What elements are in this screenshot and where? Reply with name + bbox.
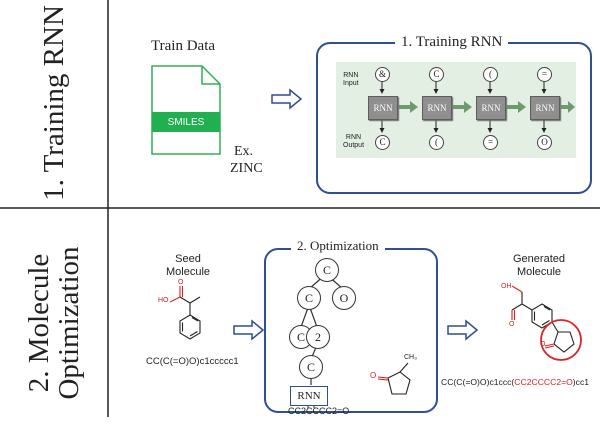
rnn-output-token: = xyxy=(483,135,498,150)
generated-smiles-prefix: CC(C(=O)O)c1ccc( xyxy=(441,377,515,387)
generated-label-line2: Molecule xyxy=(516,266,562,278)
rnn-input-token: = xyxy=(537,67,552,82)
rnn-input-token: ( xyxy=(483,67,498,82)
generated-oh-label: OH xyxy=(501,283,512,290)
example-line1: Ex. xyxy=(234,144,254,159)
section1-title: 1. Training RNN xyxy=(38,5,70,201)
fragment-o-label: O xyxy=(370,371,377,380)
rnn-flow-arrows xyxy=(379,81,575,133)
tree-node: O xyxy=(332,286,356,310)
file-icon xyxy=(151,65,221,155)
generated-o-label: O xyxy=(509,321,515,328)
rnn-output-label-line1: RNN xyxy=(345,134,362,141)
fragment-structure xyxy=(377,362,411,395)
rnn-cell: RNN xyxy=(422,96,452,120)
rnn-input-label-line1: RNN xyxy=(343,72,359,79)
rnn-cell: RNN xyxy=(476,96,506,120)
generated-molecule-structure xyxy=(511,285,582,361)
generated-label-line1: Generated xyxy=(513,253,565,265)
rollout-output-smiles: CC2CCCC2=O xyxy=(288,406,350,416)
rnn-cell: RNN xyxy=(368,96,398,120)
rnn-output-token: C xyxy=(375,135,390,150)
generated-smiles-highlight: CC2CCCC2=O xyxy=(514,377,573,387)
seed-o-label: O xyxy=(178,279,184,286)
generated-molecule-label: Generated Molecule xyxy=(504,253,574,279)
section2-title: 2. Molecule Optimization xyxy=(23,203,85,443)
seed-smiles: CC(C(=O)O)c1ccccc1 xyxy=(146,356,239,367)
fragment-methyl-label: CH₃ xyxy=(404,354,417,361)
train-data-title: Train Data xyxy=(151,38,216,54)
tree-node: C xyxy=(299,355,323,379)
hollow-arrow-2-icon xyxy=(233,319,265,341)
seed-label-line2: Molecule xyxy=(165,266,211,278)
example-label: Ex. ZINC xyxy=(230,143,263,177)
generated-ring-o-label: O xyxy=(540,341,546,348)
seed-molecule-label: Seed Molecule xyxy=(158,253,218,279)
rnn-cell: RNN xyxy=(530,96,560,120)
generated-smiles: CC(C(=O)O)c1ccc(CC2CCCC2=O)cc1 xyxy=(441,377,589,387)
training-rnn-panel-title: 1. Training RNN xyxy=(395,34,509,51)
rnn-input-label-line2: Input xyxy=(343,80,359,87)
layout-dividers xyxy=(0,0,600,417)
tree-node: C xyxy=(297,286,321,310)
generated-smiles-suffix: )cc1 xyxy=(572,377,590,387)
rnn-output-token: O xyxy=(537,135,552,150)
seed-oh-label: HO xyxy=(158,297,169,304)
hollow-arrow-3-icon xyxy=(447,319,479,341)
rnn-output-label-line2: Output xyxy=(343,142,365,149)
rnn-input-label: RNN Input xyxy=(343,72,359,88)
rollout-rnn-box: RNN xyxy=(290,386,328,406)
section2-title-line2: Optimization xyxy=(53,246,85,400)
rnn-output-token: ( xyxy=(429,135,444,150)
rnn-output-label: RNN Output xyxy=(343,134,364,150)
tree-node: 2 xyxy=(306,325,330,349)
seed-label-line1: Seed xyxy=(175,253,201,265)
section2-title-line1: 2. Molecule xyxy=(23,253,55,393)
rnn-input-token: C xyxy=(429,67,444,82)
optimization-panel-title: 2. Optimization xyxy=(291,238,385,254)
hollow-arrow-1-icon xyxy=(271,88,303,110)
seed-molecule-structure xyxy=(169,286,201,340)
tree-node: C xyxy=(315,258,339,282)
smiles-band-label: SMILES xyxy=(167,117,205,128)
rnn-input-token: & xyxy=(375,67,390,82)
example-line2: ZINC xyxy=(230,161,263,176)
